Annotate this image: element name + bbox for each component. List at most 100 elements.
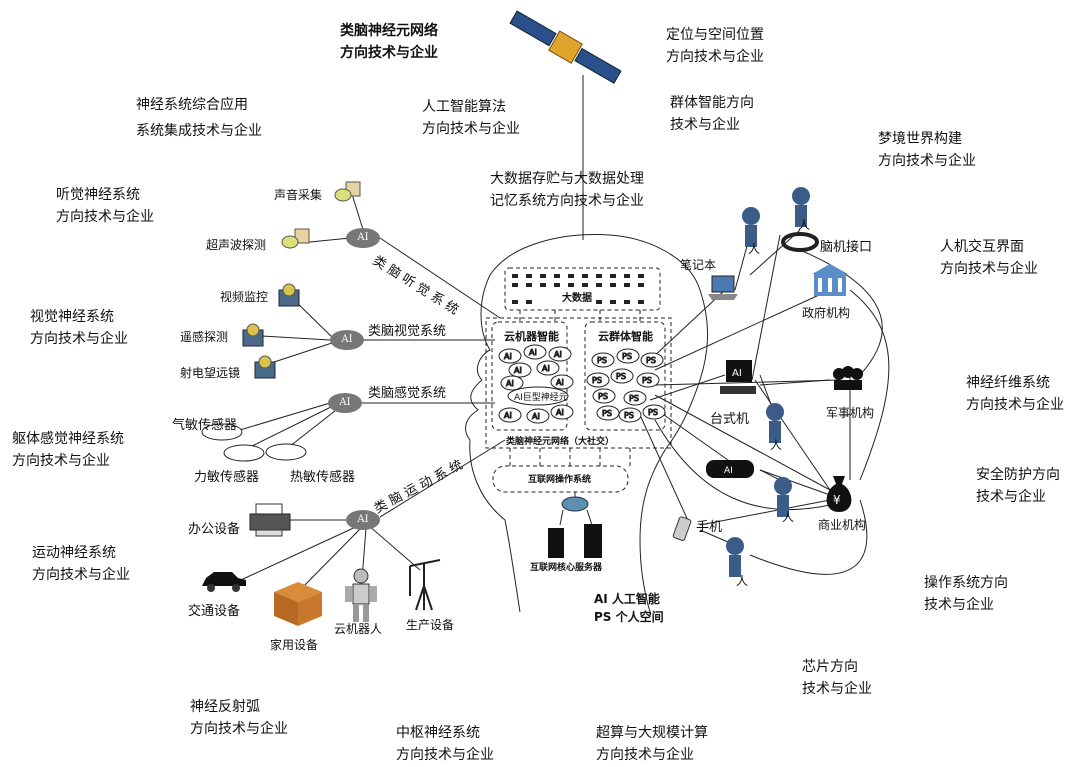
svg-text:PS: PS (616, 372, 626, 381)
dir-security: 安全防护方向技术与企业 (976, 467, 1060, 505)
branch-vision: 类脑视觉系统 (368, 324, 447, 339)
label-remote: 遥感探测 (180, 330, 229, 344)
svg-text:PS: PS (598, 392, 608, 401)
ps-cell (591, 352, 615, 368)
laptop-icon (708, 275, 738, 300)
person-icon (792, 187, 810, 227)
satellite-icon (509, 10, 622, 84)
telescope-icon (254, 355, 276, 379)
ai-cell (548, 346, 572, 362)
label-person-4: 人 (782, 510, 795, 524)
ai-hub-hearing: AI (346, 228, 380, 248)
dir-chip: 芯片方向技术与企业 (802, 659, 872, 697)
svg-text:PS: PS (642, 376, 652, 385)
money-bag-icon: ¥ (826, 476, 852, 512)
brain-core-server: 互联网核心服务器 (530, 563, 603, 573)
label-force: 力敏传感器 (194, 470, 260, 485)
ai-cell (498, 407, 522, 423)
ps-cell (616, 348, 640, 364)
svg-text:AI: AI (504, 411, 512, 420)
ai-cell (550, 404, 574, 420)
ps-cell (623, 390, 647, 406)
ai-cell (523, 344, 547, 360)
label-office: 办公设备 (188, 522, 241, 537)
dir-hci: 人机交互界面方向技术与企业 (940, 239, 1038, 277)
label-video: 视频监控 (220, 290, 269, 304)
brain-cloud-swarm: 云群体智能 (598, 330, 653, 343)
label-desktop: 台式机 (710, 412, 750, 427)
ps-cell (636, 372, 660, 388)
military-icon (833, 366, 863, 390)
head-outline (465, 234, 708, 613)
ai-cell (526, 408, 550, 424)
label-telescope: 射电望远镜 (180, 366, 241, 380)
svg-text:AI: AI (556, 408, 564, 417)
svg-text:¥: ¥ (833, 493, 841, 507)
label-production: 生产设备 (406, 618, 455, 632)
label-phone: 手机 (696, 520, 723, 535)
dir-os: 操作系统方向技术与企业 (924, 575, 1008, 613)
label-gov: 政府机构 (802, 306, 851, 320)
ai-hub-motion: AI (346, 510, 380, 530)
svg-text:AI: AI (529, 348, 537, 357)
svg-text:AI: AI (506, 379, 514, 388)
dir-brain-net: 类脑神经元网络方向技术与企业 (340, 23, 438, 61)
dir-supercomputing: 超算与大规模计算方向技术与企业 (596, 725, 708, 763)
ai-cell (500, 375, 524, 391)
dir-fiber: 神经纤维系统方向技术与企业 (966, 375, 1064, 413)
ai-cell (536, 360, 560, 376)
brain-internet-os: 互联网操作系统 (528, 475, 592, 485)
dir-neuro-integration: 神经系统综合应用系统集成技术与企业 (136, 97, 262, 139)
oil-pump-icon (409, 559, 441, 611)
svg-text:PS: PS (648, 408, 658, 417)
label-person-2: 人 (798, 218, 811, 232)
heat-sensor-shape (265, 443, 307, 461)
dir-vision: 视觉神经系统方向技术与企业 (30, 309, 128, 347)
car-icon (202, 572, 246, 592)
label-bci: 脑机接口 (820, 240, 873, 255)
force-sensor-shape (223, 444, 265, 462)
svg-text:AI: AI (554, 350, 562, 359)
svg-text:AI: AI (532, 412, 540, 421)
dir-body-sense: 躯体感觉神经系统方向技术与企业 (12, 431, 124, 469)
dir-dream: 梦境世界构建方向技术与企业 (878, 131, 976, 169)
label-robot: 云机器人 (334, 622, 383, 636)
ai-giant-neuron (507, 386, 569, 406)
branch-sense: 类脑感觉系统 (368, 386, 447, 401)
ps-cell (642, 404, 666, 420)
phone-icon (672, 516, 692, 541)
brain-bigdata: 大数据 (562, 293, 592, 304)
label-gas: 气敏传感器 (172, 418, 238, 433)
label-person-5: 人 (736, 574, 749, 588)
ultrasound-icon (281, 228, 310, 249)
legend-ps: PS 个人空间 (594, 610, 664, 624)
svg-text:AI: AI (542, 364, 550, 373)
svg-text:AI: AI (724, 466, 733, 476)
gas-sensor-shape (201, 423, 243, 441)
label-person-3: 人 (770, 438, 783, 452)
brain-cloud-machine: 云机器智能 (504, 330, 559, 343)
label-ultrasound: 超声波探测 (206, 238, 267, 252)
printer-icon (249, 503, 291, 537)
camera-icon (278, 283, 300, 307)
ps-cell (592, 388, 616, 404)
robot-icon (345, 568, 377, 622)
person-icon (742, 207, 760, 247)
vr-glasses-icon: AI (706, 460, 754, 478)
svg-text:PS: PS (602, 409, 612, 418)
svg-text:PS: PS (597, 356, 607, 365)
person-icon (726, 537, 744, 577)
label-laptop: 笔记本 (680, 258, 717, 272)
desktop-icon: AI (720, 360, 756, 394)
dir-bigdata: 大数据存贮与大数据处理记忆系统方向技术与企业 (490, 171, 644, 209)
government-icon (812, 264, 848, 296)
svg-text:AI: AI (504, 352, 512, 361)
ps-cell (640, 352, 664, 368)
server-icon (548, 524, 602, 558)
svg-text:AI: AI (732, 368, 742, 379)
ps-cell (618, 407, 642, 423)
dir-ai-algo: 人工智能算法方向技术与企业 (422, 99, 520, 137)
person-icon (774, 477, 792, 517)
